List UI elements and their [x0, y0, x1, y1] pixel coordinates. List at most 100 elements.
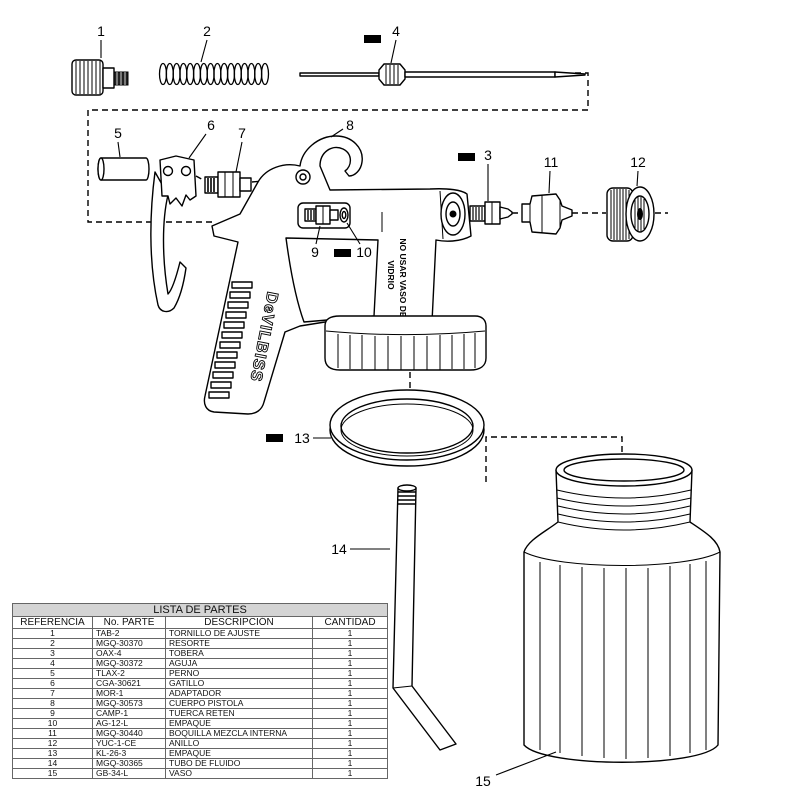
- cell-description: EMPAQUE: [165, 748, 313, 759]
- cell-description: BOQUILLA MEZCLA INTERNA: [165, 728, 313, 739]
- cell-part-number: MGQ-30372: [92, 658, 166, 669]
- cell-quantity: 1: [311, 758, 389, 769]
- cell-reference: 1: [12, 628, 93, 639]
- callout-9: 9: [311, 244, 319, 260]
- nozzle: [469, 201, 513, 225]
- cell-reference: 15: [12, 768, 93, 779]
- leader-lines: [100, 39, 639, 776]
- adapter: [204, 171, 252, 198]
- cell-part-number: CGA-30621: [92, 678, 166, 689]
- cell-description: TORNILLO DE AJUSTE: [165, 628, 313, 639]
- cell-description: ANILLO: [165, 738, 313, 749]
- cell-reference: 6: [12, 678, 93, 689]
- callout-4: 4: [392, 23, 400, 39]
- cell-description: CUERPO PISTOLA: [165, 698, 313, 709]
- small-gasket: [339, 207, 349, 223]
- cell-reference: 14: [12, 758, 93, 769]
- callout-10: 10: [356, 244, 372, 260]
- cell-part-number: OAX-4: [92, 648, 166, 659]
- fluid-tube: [392, 484, 457, 751]
- marker-13: [266, 434, 283, 442]
- cell-quantity: 1: [311, 728, 389, 739]
- warning-text-line2: VIDRIO: [386, 260, 396, 290]
- callout-11: 11: [544, 154, 559, 170]
- paint-cup: [523, 453, 721, 763]
- handle-grip-ribs: [208, 281, 253, 399]
- callout-13: 13: [294, 430, 310, 446]
- cell-reference: 3: [12, 648, 93, 659]
- callout-12: 12: [630, 154, 646, 170]
- cell-part-number: KL-26-3: [92, 748, 166, 759]
- cell-description: ADAPTADOR: [165, 688, 313, 699]
- cell-quantity: 1: [311, 708, 389, 719]
- cup-gasket-ring: [329, 389, 485, 467]
- table-title: LISTA DE PARTES: [11, 603, 389, 617]
- cell-description: EMPAQUE: [165, 718, 313, 729]
- cell-quantity: 1: [311, 698, 389, 709]
- cell-quantity: 1: [311, 768, 389, 779]
- cell-part-number: CAMP-1: [92, 708, 166, 719]
- cup-collar: [324, 315, 487, 371]
- cell-reference: 9: [12, 708, 93, 719]
- callout-15: 15: [475, 773, 491, 789]
- trigger: [150, 155, 197, 313]
- callout-2: 2: [203, 23, 211, 39]
- cell-reference: 10: [12, 718, 93, 729]
- table-title-row: LISTA DE PARTES: [11, 603, 389, 617]
- cell-part-number: YUC-1-CE: [92, 738, 166, 749]
- cell-part-number: AG-12-L: [92, 718, 166, 729]
- cell-description: AGUJA: [165, 658, 313, 669]
- cell-reference: 4: [12, 658, 93, 669]
- cell-reference: 7: [12, 688, 93, 699]
- cell-part-number: GB-34-L: [92, 768, 166, 779]
- cell-reference: 12: [12, 738, 93, 749]
- callout-markers: [266, 35, 475, 442]
- retaining-nut-fitting: [297, 202, 351, 229]
- marker-3: [458, 153, 475, 161]
- cell-part-number: MGQ-30573: [92, 698, 166, 709]
- cell-quantity: 1: [311, 678, 389, 689]
- cell-reference: 11: [12, 728, 93, 739]
- table-header-row: REFERENCIA No. PARTE DESCRIPCIÓN CANTIDA…: [12, 616, 389, 629]
- cell-quantity: 1: [311, 658, 389, 669]
- cell-quantity: 1: [311, 738, 389, 749]
- column-header-description: DESCRIPCIÓN: [165, 616, 313, 629]
- marker-10: [334, 249, 351, 257]
- cell-description: VASO: [165, 768, 313, 779]
- callout-14: 14: [331, 541, 347, 557]
- cell-description: TUERCA RETEN: [165, 708, 313, 719]
- cell-part-number: TAB-2: [92, 628, 166, 639]
- callout-7: 7: [238, 125, 246, 141]
- callout-1: 1: [97, 23, 105, 39]
- pin: [97, 157, 150, 181]
- cell-part-number: TLAX-2: [92, 668, 166, 679]
- cell-reference: 13: [12, 748, 93, 759]
- parts-list-table: LISTA DE PARTES REFERENCIA No. PARTE DES…: [11, 603, 389, 779]
- cell-description: PERNO: [165, 668, 313, 679]
- callout-5: 5: [114, 125, 122, 141]
- column-header-quantity: CANTIDAD: [311, 616, 389, 629]
- cell-part-number: MGQ-30440: [92, 728, 166, 739]
- cell-reference: 5: [12, 668, 93, 679]
- cell-description: TOBERA: [165, 648, 313, 659]
- cell-quantity: 1: [311, 628, 389, 639]
- needle: [299, 63, 586, 86]
- cell-description: TUBO DE FLUIDO: [165, 758, 313, 769]
- callout-labels: 1 2 3 4 5 6 7 8 9 10 11 12 13 14 15: [97, 23, 646, 789]
- retaining-ring: [606, 186, 655, 242]
